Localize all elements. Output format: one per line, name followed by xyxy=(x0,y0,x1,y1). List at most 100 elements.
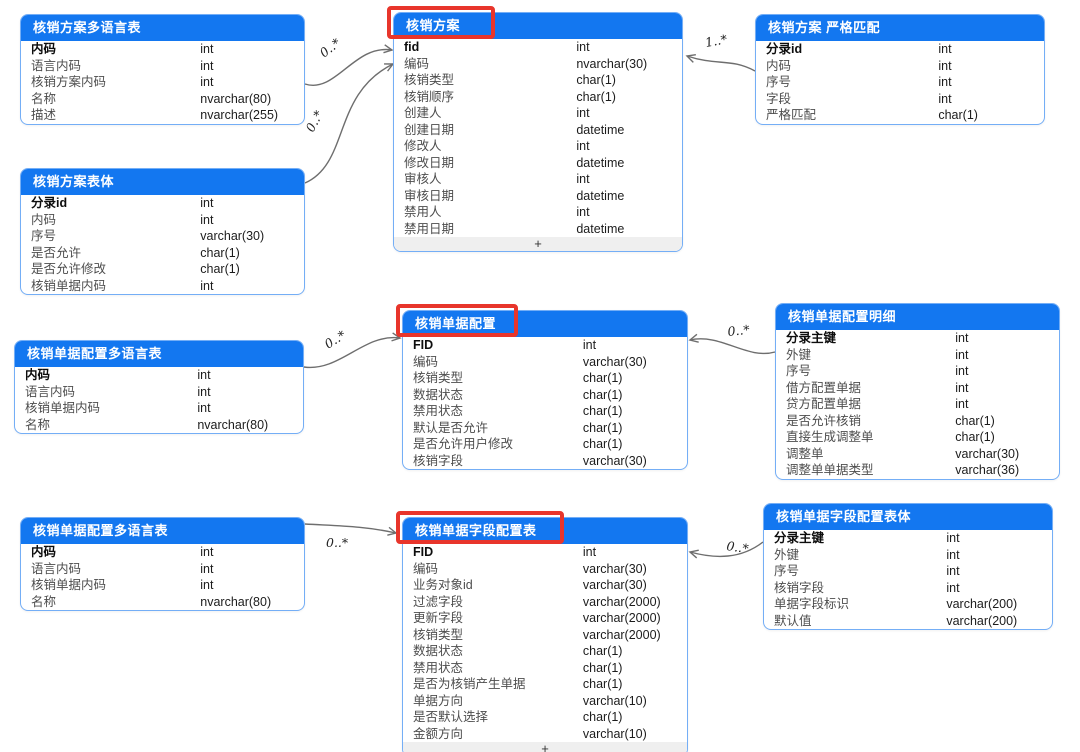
expand-rows-button[interactable]: + xyxy=(403,742,687,752)
field-type: nvarchar(80) xyxy=(197,417,269,432)
field-name: 单据方向 xyxy=(413,693,464,708)
field-type: datetime xyxy=(576,122,625,137)
field-name: 过滤字段 xyxy=(413,594,464,609)
table-title: 核销方案 xyxy=(394,13,682,39)
field-type: char(1) xyxy=(582,371,623,385)
field-type: char(1) xyxy=(582,677,623,691)
field-name: 核销类型 xyxy=(404,73,455,87)
field-type: datetime xyxy=(576,221,625,236)
field-type: int xyxy=(200,42,214,56)
field-name: 默认值 xyxy=(774,613,812,628)
primary-key-field-name: 内码 xyxy=(25,368,51,382)
field-type: varchar(200) xyxy=(946,613,1018,628)
field-type: varchar(30) xyxy=(582,578,647,592)
field-type: char(1) xyxy=(576,73,616,87)
field-type: char(1) xyxy=(955,413,995,428)
connector-field-body-to-field-config xyxy=(688,541,764,559)
primary-key-field-name: FID xyxy=(413,545,434,559)
field-name: 调整单 xyxy=(786,446,824,461)
field-name: 是否允许修改 xyxy=(31,262,107,276)
field-type: varchar(200) xyxy=(946,597,1018,611)
table-title: 核销单据字段配置表体 xyxy=(764,504,1052,530)
field-name: 金额方向 xyxy=(413,726,464,741)
primary-key-field-name: 分录主键 xyxy=(774,531,825,545)
field-type: int xyxy=(200,578,214,592)
field-name: 业务对象id xyxy=(413,578,473,592)
field-type: char(1) xyxy=(582,387,623,402)
field-type: varchar(36) xyxy=(955,463,1020,477)
field-name: 内码 xyxy=(31,212,57,227)
field-type: int xyxy=(946,580,960,595)
field-type: nvarchar(80) xyxy=(200,594,272,609)
field-type: int xyxy=(955,380,969,395)
field-row: 默认值 varchar(200) xyxy=(764,613,1052,630)
field-name: 贷方配置单据 xyxy=(786,397,862,411)
field-name: 语言内码 xyxy=(31,58,82,73)
field-name: 数据状态 xyxy=(413,387,464,402)
connector-scheme-multilang-to-scheme xyxy=(304,44,394,87)
field-name: 核销顺序 xyxy=(404,89,455,104)
field-name: 核销单据内码 xyxy=(31,578,107,592)
field-type: int xyxy=(938,75,952,89)
connector-doc-multilang-to-doc-config xyxy=(303,332,402,369)
field-name: 序号 xyxy=(766,75,792,89)
table-title: 核销单据配置多语言表 xyxy=(21,518,304,544)
field-name: 内码 xyxy=(766,58,792,73)
cardinality-label: 1..* xyxy=(704,31,729,50)
field-name: 直接生成调整单 xyxy=(786,430,874,444)
field-name: 核销单据内码 xyxy=(31,278,107,293)
field-type: int xyxy=(955,331,969,345)
field-type: char(1) xyxy=(582,710,623,724)
cardinality-label: 0..* xyxy=(322,327,349,352)
field-name: 禁用状态 xyxy=(413,660,464,675)
field-type: nvarchar(30) xyxy=(576,56,648,71)
expand-rows-button[interactable]: + xyxy=(394,237,682,251)
field-type: char(1) xyxy=(582,420,623,435)
field-type: int xyxy=(582,545,597,559)
primary-key-field-name: 分录id xyxy=(766,42,803,56)
field-type: int xyxy=(200,75,214,89)
table-title: 核销单据配置 xyxy=(403,311,687,337)
primary-key-field-name: 内码 xyxy=(31,545,57,559)
field-type: int xyxy=(955,364,969,378)
table-title: 核销方案 严格匹配 xyxy=(756,15,1044,41)
field-type: int xyxy=(200,196,214,210)
